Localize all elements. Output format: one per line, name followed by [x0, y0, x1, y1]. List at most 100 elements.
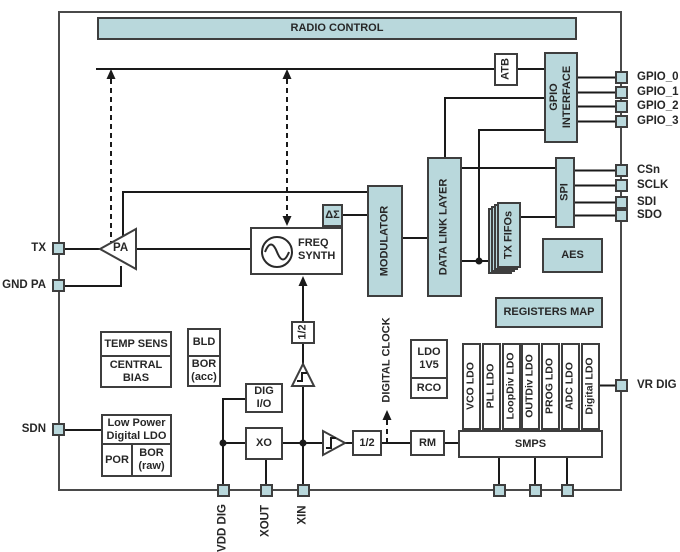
gpio3-pin-label: GPIO_3 — [637, 115, 679, 127]
vco-ldo-block — [462, 343, 481, 430]
div2-vertical-block — [291, 321, 315, 344]
xin-pin — [297, 484, 310, 497]
sdn-pin — [52, 423, 65, 436]
central-bias-block: CENTRAL BIAS — [100, 355, 172, 388]
gpio2-pin-label: GPIO_2 — [637, 100, 679, 112]
por-block: POR — [101, 443, 133, 477]
xout-pin — [260, 484, 273, 497]
bld-label: BLD — [192, 336, 216, 348]
pa-triangle — [97, 227, 137, 271]
outdiv-ldo-label: OUTDiv LDO — [523, 354, 536, 418]
xo-block: XO — [245, 427, 283, 460]
dig-io-label: DIG I/O — [254, 385, 274, 410]
junction-dot — [219, 439, 227, 447]
adc-ldo-label: ADC LDO — [563, 362, 576, 410]
prog-ldo-label: PROG LDO — [543, 357, 556, 415]
gpio-interface-block — [544, 52, 578, 143]
tx-pin-label: TX — [31, 242, 46, 254]
aes-label: AES — [561, 249, 584, 261]
gpio3-pin — [615, 115, 628, 128]
ldo-1v5-block: LDO 1V5 — [410, 339, 448, 379]
radio-control-label: RADIO CONTROL — [290, 22, 384, 34]
clock-buffer-up-icon — [290, 361, 316, 387]
gpio1-pin — [615, 86, 628, 99]
sdo-pin-label: SDO — [637, 209, 662, 221]
registers-map-block: REGISTERS MAP — [495, 297, 603, 328]
delta-sigma-block: ΔΣ — [322, 204, 343, 227]
freq-synth-block: FREQ SYNTH — [250, 227, 343, 275]
digital-ldo-block — [581, 343, 600, 430]
temp-sens-block: TEMP SENS — [100, 331, 172, 357]
dig-io-block: DIG I/O — [245, 383, 283, 413]
sclk-pin-label: SCLK — [637, 179, 669, 191]
radio-control-block: RADIO CONTROL — [97, 17, 577, 40]
rm-label: RM — [418, 436, 437, 449]
data-link-layer-block — [427, 157, 462, 297]
atb-label: ATB — [499, 58, 512, 80]
sdn-pin-label: SDN — [21, 423, 46, 435]
gnd-pa-pin-label: GND PA — [2, 279, 46, 291]
div2-horizontal-block: 1/2 — [352, 430, 382, 456]
xo-label: XO — [256, 437, 272, 449]
modulator-block — [367, 185, 403, 297]
aes-block: AES — [542, 238, 603, 273]
atb-block — [494, 53, 518, 86]
loopdiv-ldo-block — [502, 343, 521, 430]
prog-ldo-block — [541, 343, 560, 430]
gpio0-pin — [615, 71, 628, 84]
smps-label: SMPS — [514, 437, 547, 450]
delta-sigma-label: ΔΣ — [325, 209, 340, 221]
vco-ldo-label: VCO LDO — [464, 362, 477, 410]
data-link-layer-label: DATA LINK LAYER — [437, 178, 450, 276]
clock-buffer-right-icon — [322, 429, 348, 457]
registers-map-label: REGISTERS MAP — [503, 306, 595, 318]
smps-pin — [561, 484, 574, 497]
low-power-digital-ldo-label: Low Power Digital LDO — [106, 416, 167, 442]
div2-horizontal-label: 1/2 — [359, 436, 375, 449]
sclk-pin — [615, 179, 628, 192]
sdi-pin-label: SDI — [637, 196, 657, 208]
oscillator-sine-icon — [261, 236, 293, 268]
outdiv-ldo-block — [521, 343, 540, 430]
ldo-1v5-label: LDO 1V5 — [417, 346, 441, 371]
xin-pin-label: XIN — [296, 505, 309, 525]
loopdiv-ldo-label: LoopDiv LDO — [504, 352, 517, 420]
tx-fifos-label: TX FIFOs — [502, 210, 515, 260]
digital-clock-label: DIGITAL CLOCK — [380, 317, 393, 403]
tx-fifos-block — [497, 202, 521, 268]
gpio1-pin-label: GPIO_1 — [637, 86, 679, 98]
vr-dig-pin-label: VR DIG — [637, 379, 677, 391]
digital-ldo-label: Digital LDO — [583, 357, 596, 415]
rco-label: RCO — [416, 381, 442, 394]
tx-pin — [52, 242, 65, 255]
sdo-pin — [615, 209, 628, 222]
adc-ldo-block — [561, 343, 580, 430]
pll-ldo-label: PLL LDO — [484, 363, 497, 409]
vr-dig-pin — [615, 379, 628, 392]
junction-dot — [475, 257, 483, 265]
low-power-digital-ldo-block: Low Power Digital LDO — [101, 414, 172, 445]
por-label: POR — [105, 453, 129, 466]
gpio-interface-label: GPIO INTERFACE — [548, 65, 573, 129]
smps-pin — [493, 484, 506, 497]
bor-raw-label: BOR (raw) — [138, 447, 165, 472]
junction-dot — [299, 439, 307, 447]
freq-synth-label: FREQ SYNTH — [298, 237, 336, 262]
gpio0-pin-label: GPIO_0 — [637, 71, 679, 83]
smps-block: SMPS — [458, 430, 603, 458]
bld-block: BLD — [187, 328, 221, 357]
temp-sens-label: TEMP SENS — [104, 337, 168, 350]
bor-acc-label: BOR (acc) — [191, 358, 217, 383]
smps-pin — [529, 484, 542, 497]
modulator-label: MODULATOR — [378, 205, 391, 277]
pa-label: PA — [113, 242, 129, 254]
div2-vertical-label: 1/2 — [296, 324, 309, 340]
vdd-dig-pin-label: VDD DIG — [216, 504, 229, 552]
csn-pin-label: CSn — [637, 164, 660, 176]
spi-label: SPI — [558, 183, 571, 201]
xout-pin-label: XOUT — [259, 505, 272, 537]
rco-block: RCO — [410, 377, 448, 399]
gnd-pa-pin — [52, 279, 65, 292]
